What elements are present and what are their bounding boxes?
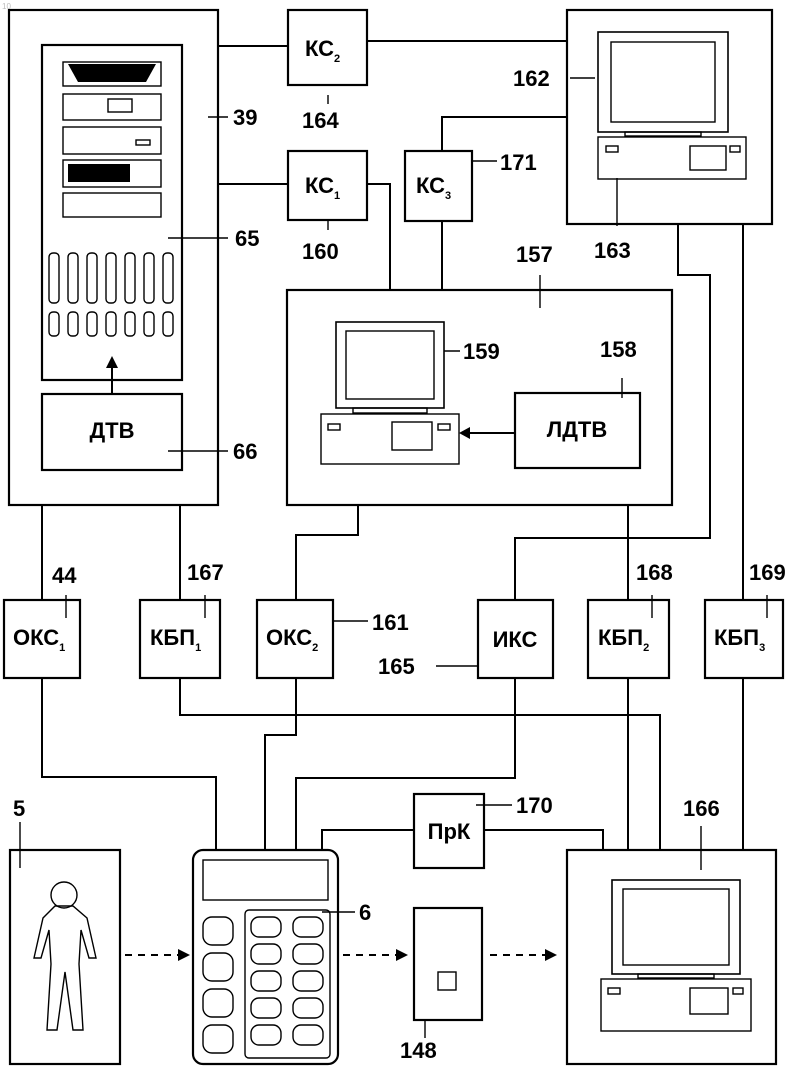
kbp2-label: КБП <box>598 625 643 650</box>
flow-arrows <box>125 949 557 961</box>
keypad-left-keys <box>203 917 233 1053</box>
dtv-label: ДТВ <box>90 418 135 443</box>
svg-text:КБП2: КБП2 <box>598 625 649 654</box>
ks1-label: КС <box>305 173 334 198</box>
slot-row-top <box>49 253 173 303</box>
kbp1-block: КБП1 <box>140 600 220 678</box>
label-168: 168 <box>636 560 673 585</box>
ldtv-label: ЛДТВ <box>547 417 607 442</box>
svg-text:ОКС2: ОКС2 <box>266 625 318 654</box>
iks-block: ИКС <box>478 600 553 678</box>
label-6: 6 <box>359 900 371 925</box>
label-162: 162 <box>513 66 550 91</box>
oks1-block: ОКС1 <box>4 600 80 678</box>
label-39: 39 <box>233 105 257 130</box>
label-171: 171 <box>500 150 537 175</box>
oks2-block: ОКС2 <box>257 600 333 678</box>
oks2-label: ОКС <box>266 625 312 650</box>
svg-text:КБП1: КБП1 <box>150 625 201 654</box>
kbp3-label: КБП <box>714 625 759 650</box>
ks3-subscript: 3 <box>445 190 451 202</box>
oks1-label: ОКС <box>13 625 59 650</box>
kbp3-block: КБП3 <box>705 600 783 678</box>
label-157: 157 <box>516 242 553 267</box>
person-5 <box>10 850 120 1064</box>
keypad-terminal-6 <box>193 850 338 1064</box>
label-159: 159 <box>463 339 500 364</box>
ks1-subscript: 1 <box>334 190 340 202</box>
label-170: 170 <box>516 793 553 818</box>
label-160: 160 <box>302 239 339 264</box>
iks-label: ИКС <box>493 627 538 652</box>
ks2-subscript: 2 <box>334 53 340 65</box>
label-10: 10 <box>2 2 11 11</box>
computer-162 <box>567 10 772 224</box>
slot-row-bottom <box>49 312 173 336</box>
oks1-subscript: 1 <box>59 642 65 654</box>
svg-text:КС3: КС3 <box>416 173 451 202</box>
svg-text:КБП3: КБП3 <box>714 625 765 654</box>
svg-text:ОКС1: ОКС1 <box>13 625 65 654</box>
workstation-157: ЛДТВ <box>287 290 672 505</box>
ks1-block: КС1 <box>288 151 367 220</box>
ks2-block: КС2 <box>288 10 367 85</box>
kbp2-block: КБП2 <box>588 600 669 678</box>
label-65: 65 <box>235 226 259 251</box>
ks3-block: КС3 <box>405 151 472 221</box>
kbp2-subscript: 2 <box>643 642 649 654</box>
label-165: 165 <box>378 654 415 679</box>
oks2-subscript: 2 <box>312 642 318 654</box>
computer-166 <box>567 850 776 1064</box>
kbp3-subscript: 3 <box>759 642 765 654</box>
label-164: 164 <box>302 108 339 133</box>
label-167: 167 <box>187 560 224 585</box>
svg-text:КС2: КС2 <box>305 36 340 65</box>
label-169: 169 <box>749 560 786 585</box>
label-161: 161 <box>372 610 409 635</box>
label-163: 163 <box>594 238 631 263</box>
label-66: 66 <box>233 439 257 464</box>
label-5: 5 <box>13 796 25 821</box>
keypad-right-keys <box>251 917 323 1045</box>
label-44: 44 <box>52 563 77 588</box>
server-rack-39: ДТВ <box>9 10 218 505</box>
label-166: 166 <box>683 796 720 821</box>
ks3-label: КС <box>416 173 445 198</box>
label-158: 158 <box>600 337 637 362</box>
kbp1-label: КБП <box>150 625 195 650</box>
card-148 <box>414 908 482 1020</box>
kbp1-subscript: 1 <box>195 642 201 654</box>
ks2-label: КС <box>305 36 334 61</box>
prk-label: ПрК <box>428 819 471 844</box>
prk-block: ПрК <box>414 794 484 868</box>
svg-text:КС1: КС1 <box>305 173 340 202</box>
label-148: 148 <box>400 1038 437 1063</box>
